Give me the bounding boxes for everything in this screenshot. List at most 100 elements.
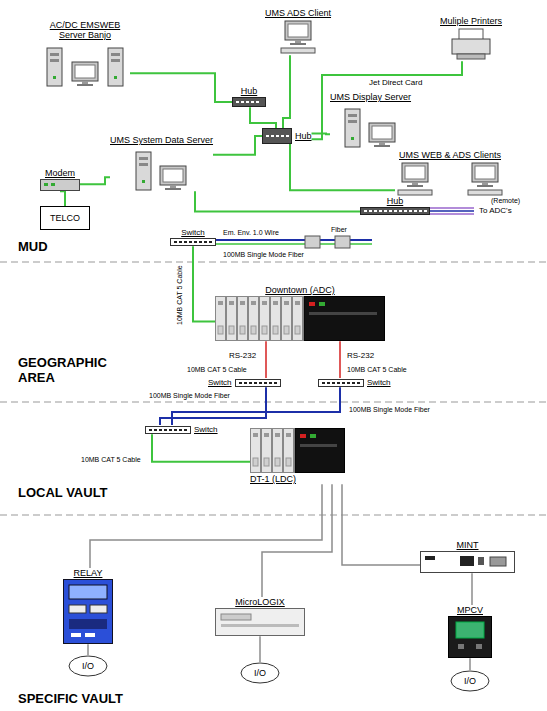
cable-label: To ADC's	[478, 206, 513, 215]
device-label: DT-1 (LDC)	[250, 474, 296, 484]
hubw-icon	[360, 207, 430, 215]
client-pcs: UMS WEB & ADS Clients	[395, 150, 505, 197]
cable-connector	[152, 434, 250, 462]
cable-connector	[262, 484, 332, 597]
device-label: I/O	[254, 668, 266, 678]
device-label: MPCV	[457, 605, 483, 615]
connector-label: RS-232	[346, 351, 375, 360]
plc-unit: MicroLOGIX	[215, 597, 305, 636]
io-circle: I/O	[450, 670, 490, 692]
device-label: UMS System Data Server	[110, 135, 213, 145]
cable-connector	[90, 484, 322, 568]
mint-icon	[420, 551, 515, 573]
io-circle: I/O	[240, 662, 280, 684]
plc-icon	[215, 608, 305, 636]
sw-icon	[235, 379, 281, 387]
telco-box: TELCO	[40, 206, 90, 230]
printer: Muliple Printers	[440, 16, 502, 61]
printer-icon	[449, 27, 493, 61]
modem: Modem	[40, 168, 80, 191]
cable-label: 100MB Single Mode Fiber	[348, 406, 431, 414]
device-label: I/O	[82, 661, 94, 671]
device-label: Switch	[367, 378, 391, 387]
rack-icon	[215, 296, 385, 341]
cable-label: 100MB Single Mode Fiber	[222, 251, 305, 259]
device-label: AC/DC EMSWEB Server Banjo	[40, 20, 130, 41]
device-label: MINT	[457, 540, 479, 550]
relay-icon	[63, 579, 113, 644]
mint-unit: MINT	[420, 540, 515, 573]
modem-icon	[40, 179, 80, 191]
hubb-icon	[262, 128, 292, 144]
sw-icon	[145, 426, 191, 434]
adc-link	[430, 208, 474, 214]
device-label: Modem	[45, 168, 75, 178]
device-label: MicroLOGIX	[235, 597, 285, 607]
band-label: SPECIFIC VAULT	[18, 692, 158, 707]
cable-connector	[312, 133, 331, 136]
fiber-run	[216, 236, 372, 248]
connector-label: Jet Direct Card	[368, 78, 423, 87]
client-pc: UMS ADS Client	[265, 8, 331, 55]
cable-connector	[193, 246, 215, 321]
device-label: Switch	[208, 378, 232, 387]
data-server: UMS System Data Server	[110, 135, 213, 191]
cable-connector	[87, 644, 89, 655]
network-switch: Switch	[145, 425, 218, 434]
device-label: Muliple Printers	[440, 16, 502, 26]
device-label: Hub	[295, 131, 312, 141]
cable-label: 10MB CAT 5 Cable	[176, 264, 184, 326]
network-switch: Switch	[318, 378, 391, 387]
rack2-icon	[250, 428, 345, 473]
cable-connector	[80, 177, 110, 184]
cable-connector	[312, 61, 463, 139]
display-server: UMS Display Server	[330, 92, 411, 148]
cable-label: (Remote)	[490, 197, 521, 205]
cable-connector	[471, 573, 473, 605]
cable-label: 10MB CAT 5 Cable	[346, 366, 408, 374]
io-circle: I/O	[68, 655, 108, 677]
device-label: RELAY	[74, 568, 103, 578]
device-label: Hub	[387, 196, 404, 206]
cable-label: Fiber	[330, 226, 348, 234]
cable-connector	[339, 341, 341, 378]
device-label: Downtown (ADC)	[265, 285, 335, 295]
device-label: Switch	[194, 425, 218, 434]
cable-label: 100MB Single Mode Fiber	[148, 392, 231, 400]
band-label: LOCAL VAULT	[18, 486, 148, 501]
cable-connector	[283, 55, 290, 128]
band-separator	[0, 262, 547, 515]
adc-rack: Downtown (ADC)	[215, 285, 385, 341]
cable-connector	[195, 191, 360, 211]
sw-icon	[318, 379, 364, 387]
server-workstation: AC/DC EMSWEB Server Banjo	[40, 20, 130, 87]
ldc-rack: DT-1 (LDC)	[250, 428, 350, 484]
relay-panel: RELAY	[63, 568, 113, 644]
cable-connector	[342, 484, 420, 565]
mpcv-icon	[448, 616, 492, 658]
device-label: UMS WEB & ADS Clients	[399, 150, 501, 160]
band-label: GEOGRAPHIC AREA	[18, 356, 118, 386]
device-label: UMS ADS Client	[265, 8, 331, 18]
network-hub: Hub	[360, 196, 430, 215]
connector-label: RS-232	[228, 351, 257, 360]
banjo-icon	[45, 42, 125, 87]
device-label: TELCO	[50, 213, 80, 223]
srvmon-icon	[132, 146, 192, 191]
cable-connector	[250, 107, 276, 128]
cable-label: 10MB CAT 5 Cable	[80, 456, 142, 464]
network-switch: Switch	[170, 228, 216, 246]
device-label: Switch	[181, 228, 205, 237]
network-hub: Hub	[262, 128, 312, 144]
cable-label: 10MB CAT 5 Cable	[186, 366, 248, 374]
cable-label: Em. Env. 1.0 Wire	[222, 229, 280, 237]
cable-connector	[60, 191, 65, 206]
pc-icon	[278, 19, 318, 55]
mpcv-unit: MPCV	[448, 605, 492, 658]
pc2-icon	[395, 161, 505, 197]
device-label: Hub	[241, 86, 258, 96]
device-label: I/O	[464, 676, 476, 686]
cable-connector	[259, 636, 261, 662]
cable-connector	[290, 144, 395, 190]
